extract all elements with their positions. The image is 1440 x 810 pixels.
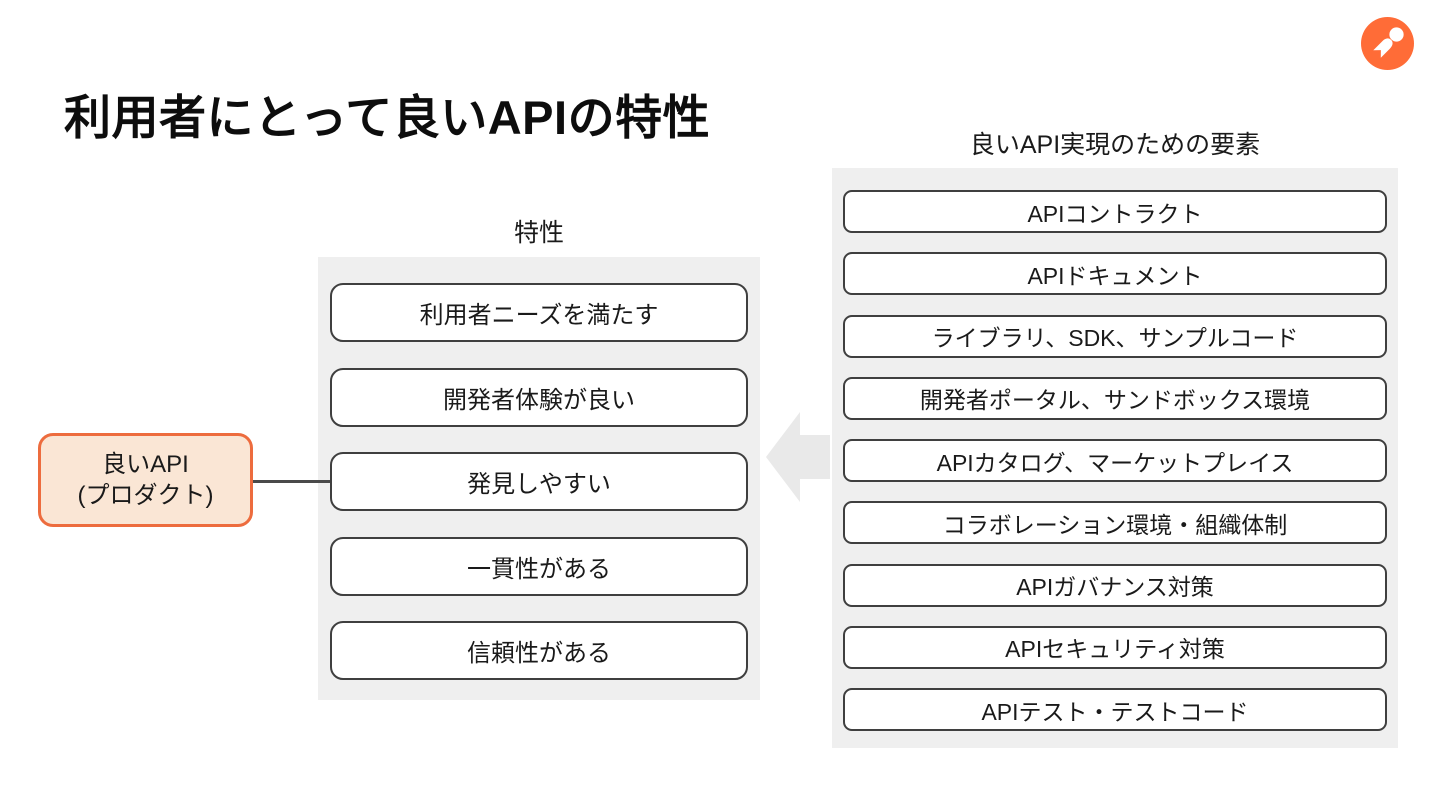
postman-logo-icon: [1361, 17, 1414, 70]
element-box: APIコントラクト: [843, 190, 1387, 233]
element-box: APIテスト・テストコード: [843, 688, 1387, 731]
characteristics-panel-title: 特性: [513, 219, 564, 247]
element-box: APIガバナンス対策: [843, 563, 1387, 607]
element-box: APIドキュメント: [843, 252, 1387, 296]
left-arrow-icon: [766, 412, 830, 502]
product-box-line2: (プロダクト): [77, 482, 214, 509]
elements-panel: APIコントラクト APIドキュメントライブラリ、SDK、サンプルコード開発者ポー…: [832, 168, 1398, 748]
characteristics-panel: 利用者ニーズを満たす開発者体験が良い発見しやすい一貫性がある信頼性がある: [318, 257, 760, 700]
good-api-product-box: 良いAPI (プロダクト): [38, 433, 253, 527]
element-box: 開発者ポータル、サンドボックス環境: [843, 376, 1387, 420]
characteristic-box: 一貫性がある: [330, 536, 748, 596]
product-box-line1: 良いAPI: [102, 450, 189, 478]
slide-title: 利用者にとって良いAPIの特性: [64, 91, 711, 145]
elements-panel-title: 良いAPI実現のための要素: [969, 131, 1261, 159]
element-box: コラボレーション環境・組織体制: [843, 501, 1387, 545]
connector-line: [253, 480, 330, 483]
element-box: ライブラリ、SDK、サンプルコード: [843, 314, 1387, 358]
characteristic-box: 利用者ニーズを満たす: [330, 283, 748, 342]
element-box: APIカタログ、マーケットプレイス: [843, 439, 1387, 482]
element-box: APIセキュリティ対策: [843, 625, 1387, 669]
characteristic-box: 信頼性がある: [330, 621, 748, 680]
characteristic-box: 発見しやすい: [330, 452, 748, 511]
characteristic-box: 開発者体験が良い: [330, 367, 748, 427]
